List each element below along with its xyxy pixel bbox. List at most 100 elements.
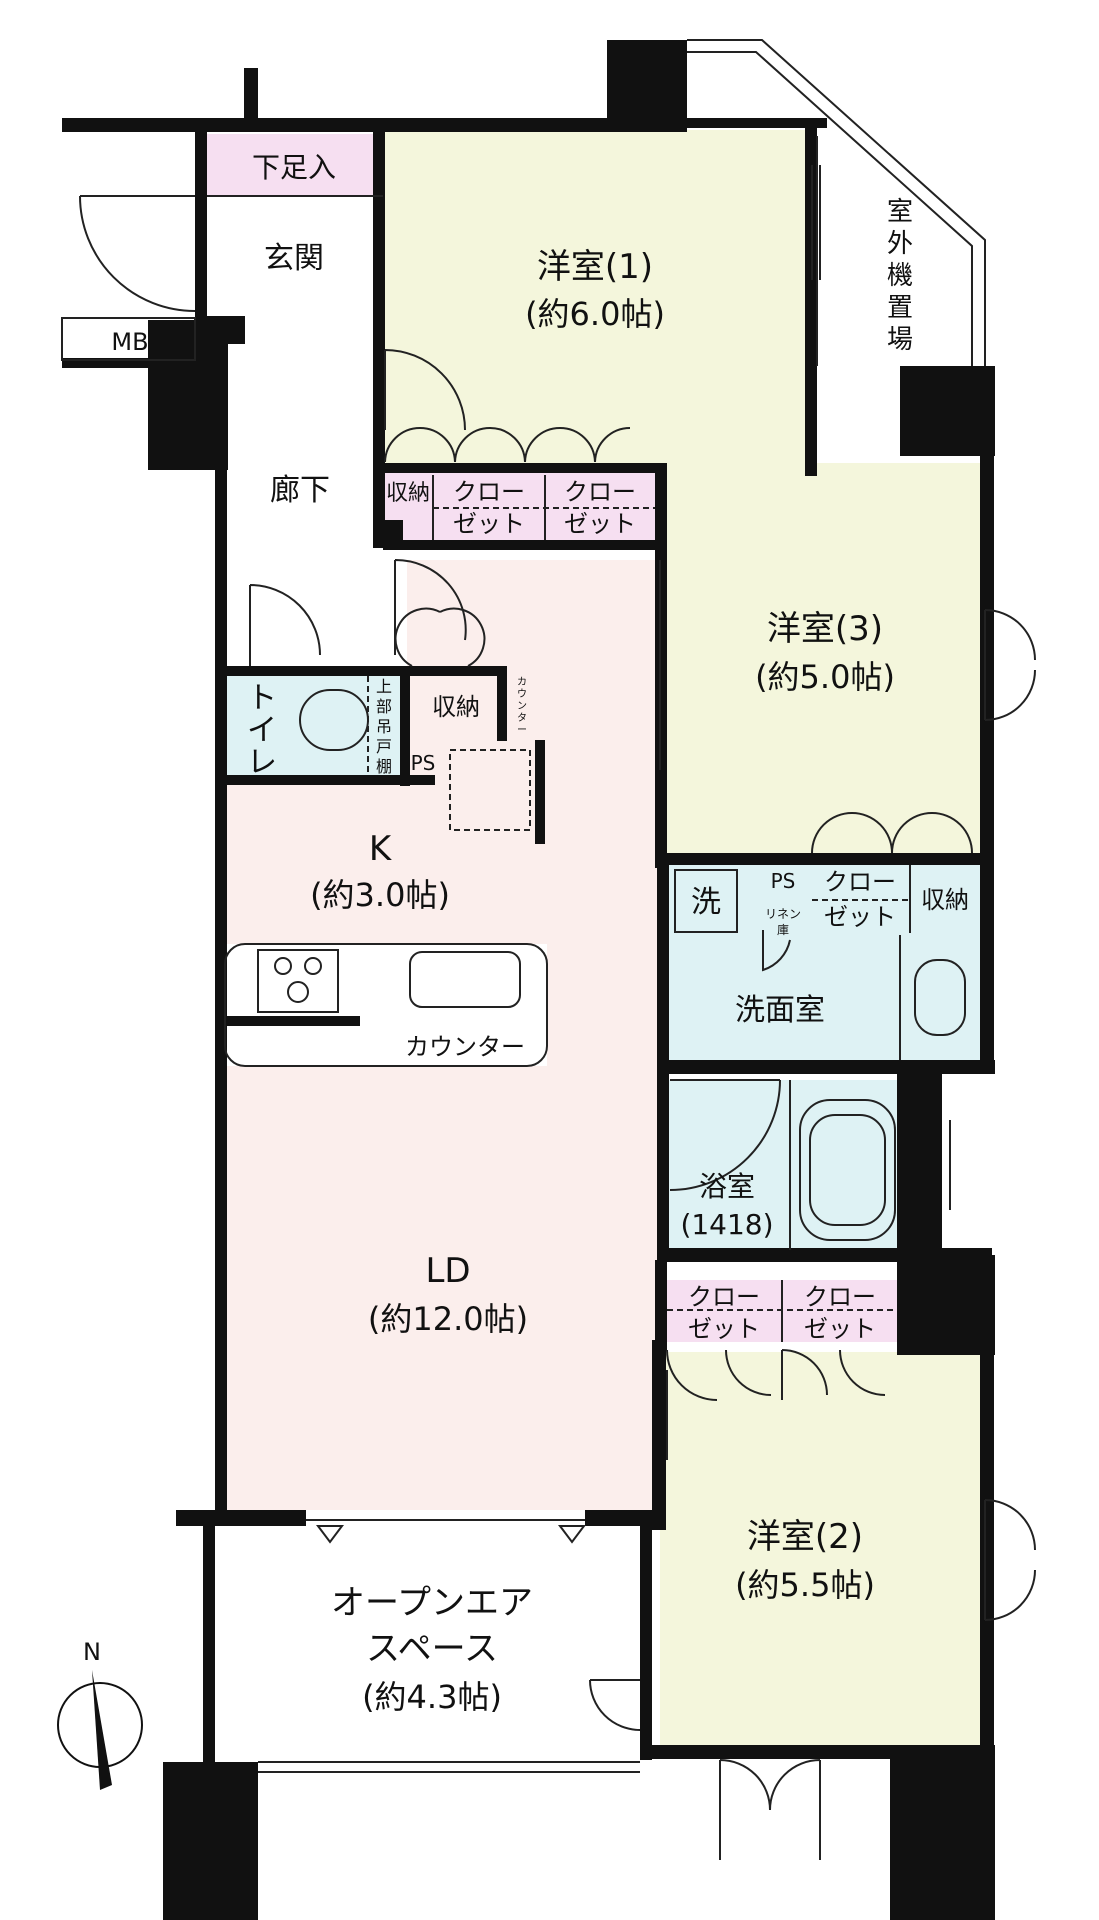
bathtub-inner xyxy=(809,1114,886,1226)
outdoor-unit-char-3: 機 xyxy=(887,261,913,291)
wall-storage-right xyxy=(497,666,507,741)
toilet-char-2: イ xyxy=(247,713,277,748)
wall-right-lower xyxy=(980,1262,994,1782)
room3-closet-line1: クロー xyxy=(824,868,896,896)
outdoor-unit-char-4: 置 xyxy=(887,293,913,323)
upper-shelf-char-1: 上 xyxy=(376,677,392,696)
compass-needle-icon xyxy=(92,1670,112,1790)
counter-small-char-4: タ xyxy=(517,712,527,724)
room2-window xyxy=(984,1499,1036,1621)
room2-area xyxy=(660,1352,983,1752)
wall-open-air-left xyxy=(203,1520,215,1770)
room2-name: 洋室(2) xyxy=(747,1517,863,1557)
shoe-closet-label: 下足入 xyxy=(252,151,336,184)
wall-bath-block xyxy=(897,1070,942,1280)
counter-area xyxy=(225,944,547,1066)
wall-toilet-top xyxy=(225,666,505,676)
ps-label-2: PS xyxy=(771,869,796,893)
upper-shelf-char-2: 部 xyxy=(376,697,392,716)
north-compass: N xyxy=(57,1638,143,1790)
wall-room3-bottom xyxy=(660,853,990,865)
open-air-line2: スペース xyxy=(366,1629,498,1669)
wall-stub-top xyxy=(244,68,258,132)
wall-bottom-right-block xyxy=(890,1745,995,1920)
counter-small-char-5: ー xyxy=(517,725,527,736)
wall-bottom-left-block xyxy=(163,1762,258,1920)
washroom-label: 洗面室 xyxy=(735,993,825,1028)
washer-box xyxy=(674,869,738,933)
wall-room2-left xyxy=(640,1520,652,1760)
wall-right-block-mid xyxy=(897,1255,995,1355)
kitchen-fridge xyxy=(449,749,531,831)
room1-closet-a-line2: ゼット xyxy=(453,510,525,538)
wall-top-block xyxy=(607,40,687,132)
toilet-label: ト イ レ xyxy=(247,681,277,780)
ld-closet-doors xyxy=(666,1349,886,1401)
room1-closet-doors xyxy=(384,427,631,463)
room3-closet-doors xyxy=(811,812,973,854)
burner-3 xyxy=(287,981,309,1003)
storage-door xyxy=(394,607,486,667)
wall-entrance-left xyxy=(195,118,207,326)
ld-closet-a-line1: クロー xyxy=(688,1283,760,1311)
ld-closet-b-line1: クロー xyxy=(804,1283,876,1311)
toilet-char-3: レ xyxy=(247,745,277,780)
wall-mb-bottom xyxy=(62,358,202,368)
wall-right-main xyxy=(980,450,994,1070)
counter-small-label: カ ウ ン タ ー xyxy=(517,676,527,736)
toilet-door xyxy=(249,584,321,666)
entrance-area xyxy=(205,196,383,326)
outdoor-unit-char-2: 外 xyxy=(887,229,913,259)
wall-ld-bottom-left xyxy=(176,1510,306,1526)
upper-shelf-char-4: 戸 xyxy=(376,737,392,756)
bathroom-name: 浴室 xyxy=(699,1170,755,1203)
room1-name: 洋室(1) xyxy=(537,247,653,287)
room1-closet-b-line2: ゼット xyxy=(564,510,636,538)
room2-open-air-door xyxy=(589,1679,641,1731)
room1-door xyxy=(384,349,466,431)
ps-label-1: PS xyxy=(411,751,436,775)
ld-closet-a-line2: ゼット xyxy=(688,1315,760,1343)
wall-room1-bottom xyxy=(373,463,665,473)
ld-closet-b-line2: ゼット xyxy=(804,1315,876,1343)
shoe-closet-area xyxy=(205,134,383,196)
counter-small-char-1: カ xyxy=(517,676,527,688)
open-air-line1: オープンエア xyxy=(331,1583,533,1623)
burner-1 xyxy=(274,957,292,975)
room1-area xyxy=(383,130,813,463)
wash-basin xyxy=(914,959,966,1036)
storage-label: 収納 xyxy=(432,693,480,721)
labels: 下足入 玄関 MB 廊下 洋室(1) (約6.0帖) 収納 クロー ゼット クロ… xyxy=(111,151,969,1716)
outdoor-unit-char-1: 室 xyxy=(887,197,913,227)
wall-ld-bottom-right xyxy=(585,1510,665,1526)
washer-label: 洗 xyxy=(691,885,721,920)
wall-left-block xyxy=(148,320,228,470)
hallway-label: 廊下 xyxy=(270,473,330,508)
room1-size: (約6.0帖) xyxy=(525,295,665,333)
bathroom-size: (1418) xyxy=(680,1208,773,1241)
counter-small-char-3: ン xyxy=(517,701,527,712)
counter-top xyxy=(224,943,548,1067)
room2-bottom-window xyxy=(719,1759,821,1860)
fixtures xyxy=(61,39,1036,1860)
wall-wash-left xyxy=(657,855,669,1255)
mb-box xyxy=(61,317,196,361)
room3-name: 洋室(3) xyxy=(767,609,883,649)
outdoor-unit-outline xyxy=(687,39,986,366)
mb-label: MB xyxy=(111,328,148,356)
wall-right-block-top xyxy=(900,366,995,456)
wall-kitchen-stub xyxy=(535,740,545,844)
room3-storage-label: 収納 xyxy=(921,886,969,914)
ld-window-mark-2 xyxy=(558,1525,586,1544)
upper-shelf-label: 上 部 吊 戸 棚 xyxy=(376,677,392,776)
room1-storage-label: 収納 xyxy=(386,481,430,506)
wall-bottom-line xyxy=(640,1745,990,1759)
kitchen-size: (約3.0帖) xyxy=(310,876,450,914)
wall-ld-closets-left xyxy=(655,1260,667,1350)
wall-top-right xyxy=(687,118,827,128)
wall-room1-right xyxy=(805,126,817,476)
room3-area xyxy=(665,463,983,853)
outdoor-unit-char-5: 場 xyxy=(887,325,913,355)
wall-room1-left xyxy=(373,120,385,540)
linen-door xyxy=(762,930,791,972)
